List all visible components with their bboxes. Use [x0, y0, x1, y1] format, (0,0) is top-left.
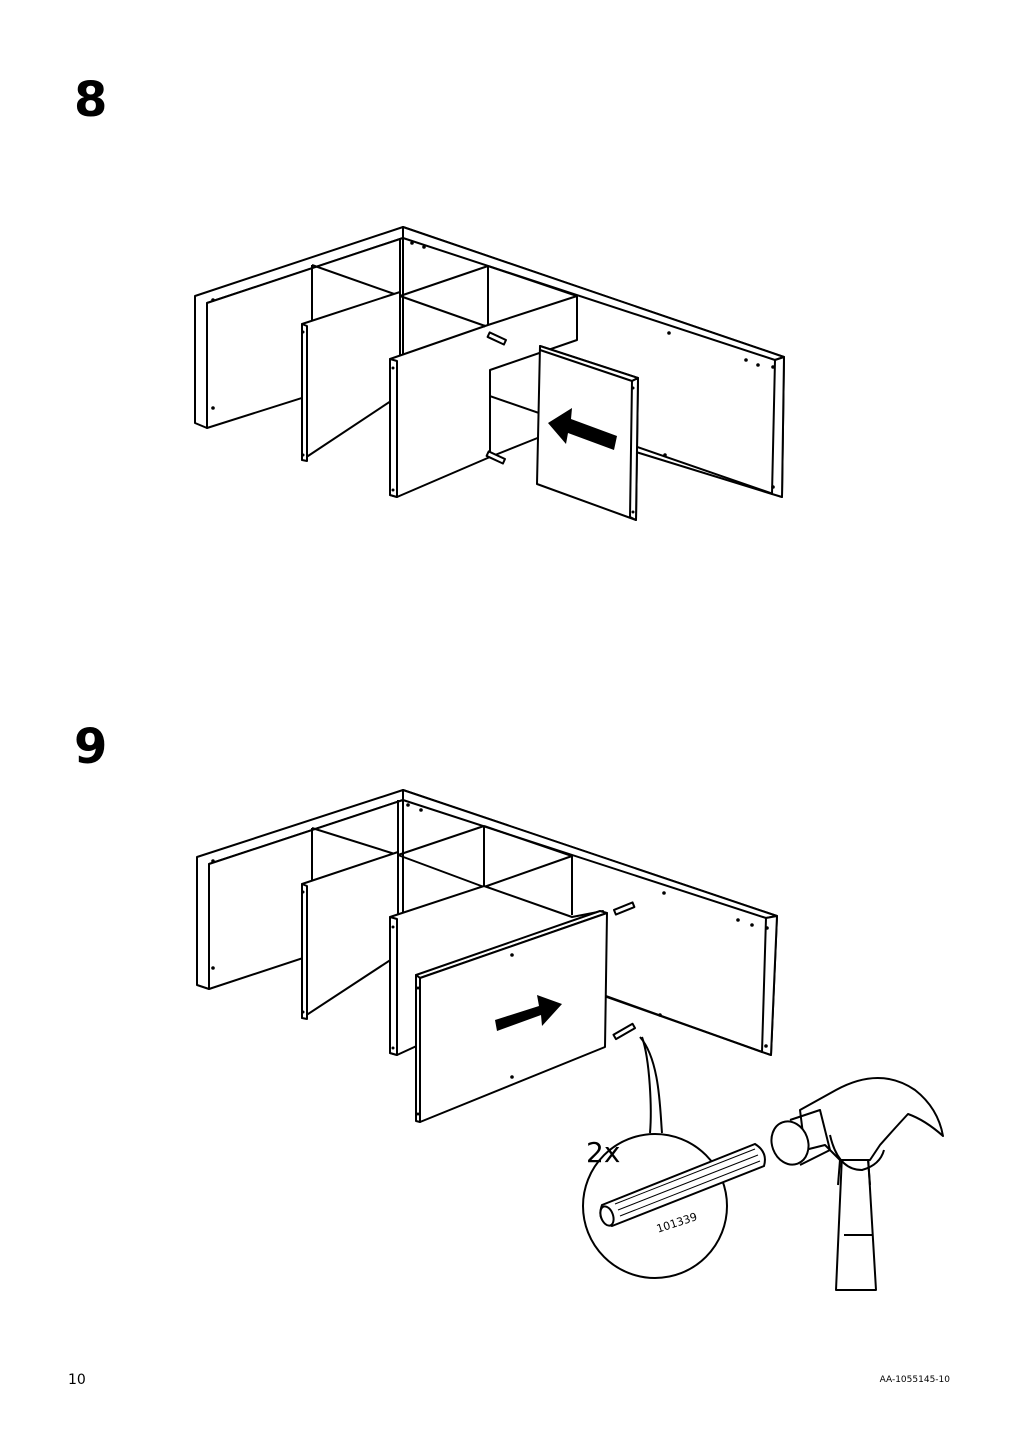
- step-8-number: 8: [74, 72, 108, 128]
- document-code: AA-1055145-10: [879, 1375, 950, 1385]
- detail-magnifier: [582, 1133, 728, 1279]
- part-number: 101339: [655, 1210, 699, 1235]
- dowel-top: [486, 331, 508, 346]
- dowel-bottom: [485, 450, 507, 465]
- push-arrow-icon: [495, 995, 562, 1031]
- page-number: 10: [68, 1372, 86, 1388]
- hammer-icon: [770, 1077, 944, 1291]
- push-arrow-icon: [548, 408, 617, 450]
- quantity-label: 2x: [586, 1136, 620, 1169]
- step-8-illustration: [194, 226, 785, 521]
- dowel-icon: [599, 1142, 766, 1228]
- step-9-illustration: 2x 101339: [196, 789, 944, 1291]
- step-9-number: 9: [74, 719, 108, 775]
